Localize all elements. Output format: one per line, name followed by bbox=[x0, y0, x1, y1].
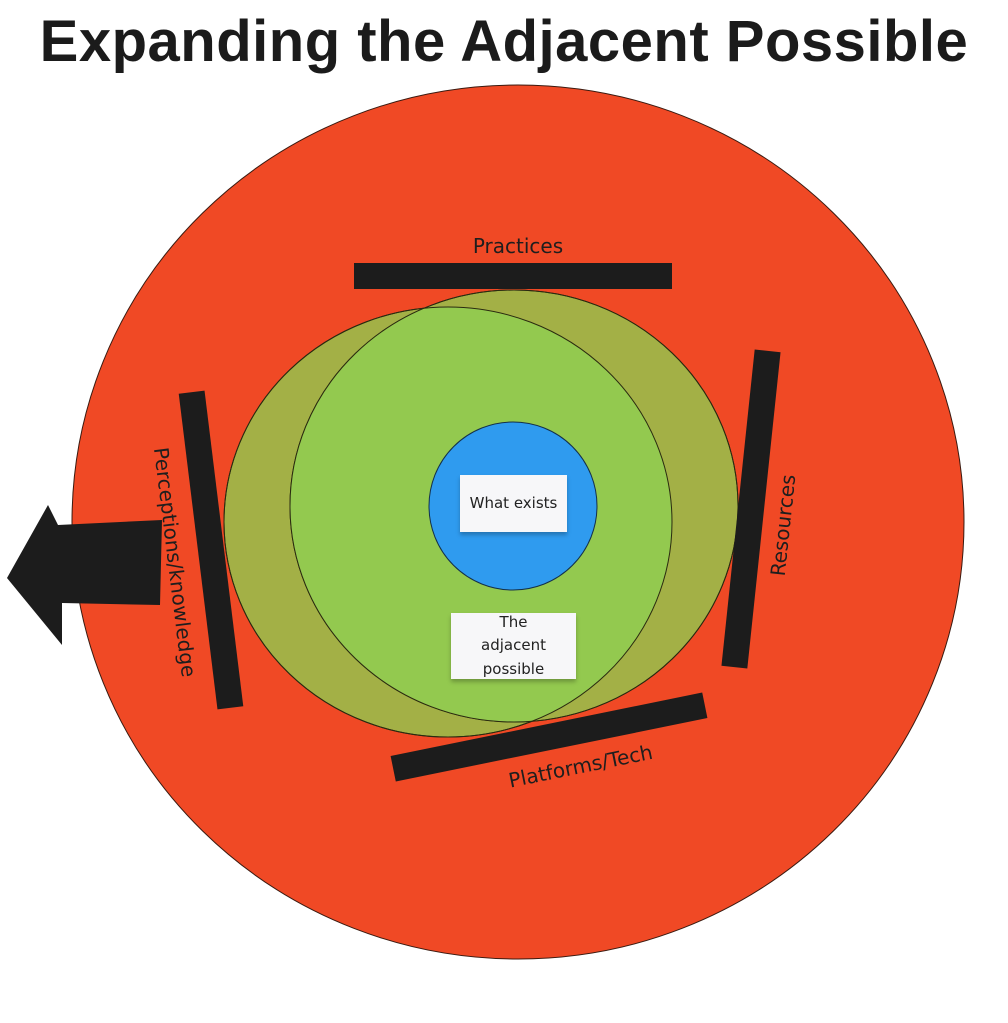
expand-arrow-icon bbox=[7, 505, 162, 645]
diagram-title: Expanding the Adjacent Possible bbox=[39, 9, 969, 74]
perceptions-bar bbox=[178, 390, 244, 710]
practices-bar bbox=[354, 263, 672, 289]
platforms-bar bbox=[390, 692, 708, 782]
resources-bar bbox=[721, 349, 781, 669]
practices-label: Practices bbox=[473, 234, 563, 258]
adjacent-possible-note: The adjacent possible bbox=[451, 613, 576, 679]
adjacent-possible-text: The adjacent possible bbox=[481, 613, 546, 678]
what-exists-text: What exists bbox=[469, 493, 558, 512]
what-exists-note: What exists bbox=[460, 475, 567, 532]
